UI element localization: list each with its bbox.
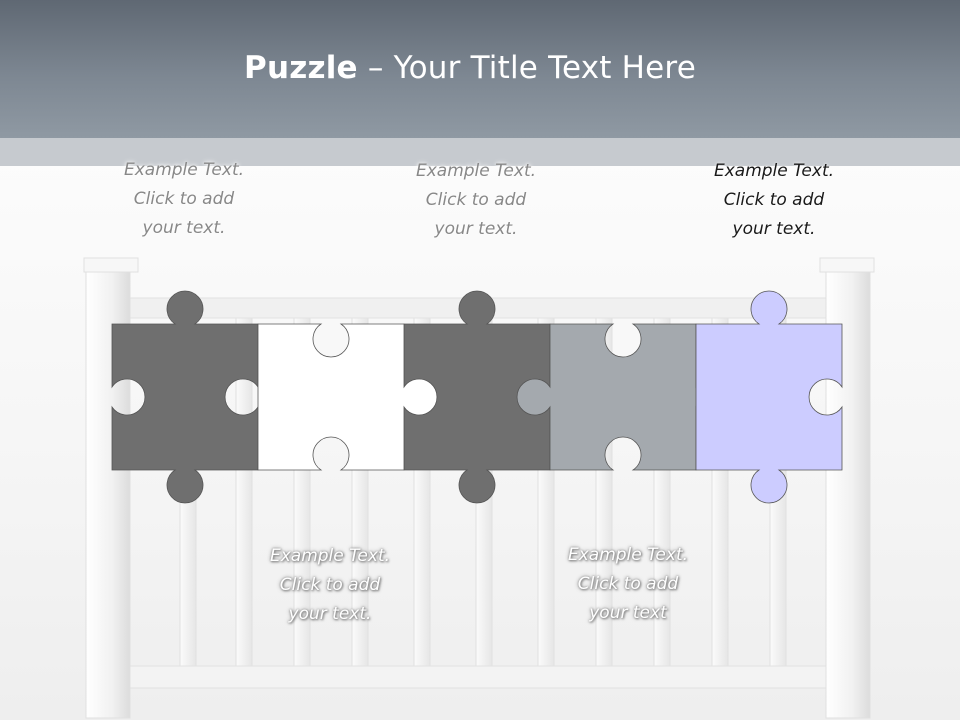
title-bar <box>0 0 960 138</box>
caption-4[interactable]: Example Text. Click to add your text. <box>269 546 391 624</box>
title-bar-band <box>0 138 960 166</box>
caption-1[interactable]: Example Text. Click to add your text. <box>123 160 245 238</box>
caption-2[interactable]: Example Text. Click to add your text. <box>415 161 537 239</box>
puzzle-pieces <box>111 290 843 504</box>
caption-5[interactable]: Example Text. Click to add your text <box>567 545 689 623</box>
puzzle-piece-2 <box>257 323 438 471</box>
slide-title[interactable]: Puzzle – Your Title Text Here <box>0 50 940 86</box>
title-bold: Puzzle <box>244 50 358 86</box>
puzzle-piece-5 <box>695 290 843 504</box>
title-rest: – Your Title Text Here <box>357 50 696 86</box>
caption-3[interactable]: Example Text. Click to add your text. <box>713 161 835 239</box>
